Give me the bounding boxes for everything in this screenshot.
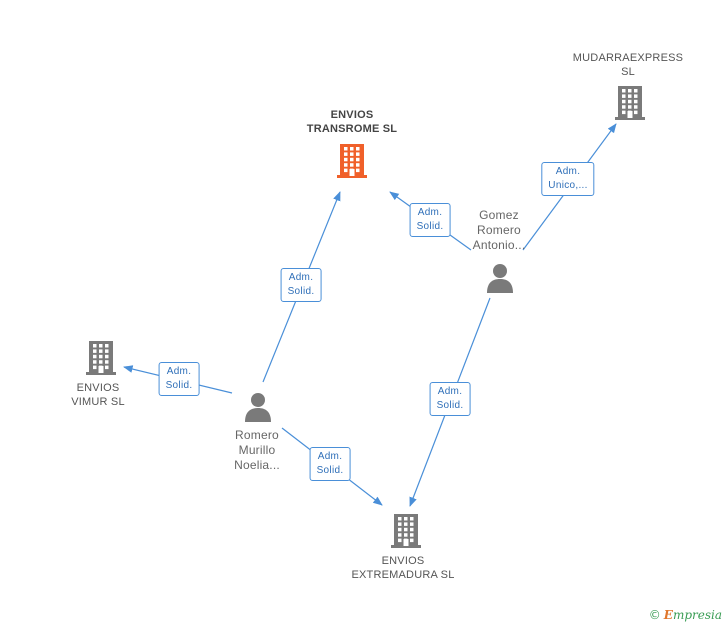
- edge-label[interactable]: Adm. Solid.: [409, 203, 451, 237]
- edge-label[interactable]: Adm. Solid.: [280, 268, 322, 302]
- edge-label-line: Unico,...: [548, 180, 588, 191]
- node-gomez-romero-label[interactable]: Gomez Romero Antonio...: [473, 208, 526, 253]
- person-icon[interactable]: [486, 263, 514, 298]
- node-label-line: Gomez: [479, 208, 519, 222]
- node-label-line: Romero: [477, 223, 521, 237]
- node-label-line: MUDARRAEXPRESS: [572, 52, 684, 64]
- person-icon[interactable]: [244, 392, 272, 427]
- node-label-line: EXTREMADURA SL: [351, 569, 455, 581]
- brand-name: mpresia: [672, 608, 722, 622]
- node-envios-transrome-label[interactable]: ENVIOS TRANSROME SL: [307, 108, 397, 136]
- node-label-line: ENVIOS: [381, 555, 425, 567]
- copyright-symbol: ©: [648, 608, 661, 622]
- edge-label-line: Solid.: [165, 380, 193, 391]
- edge-label[interactable]: Adm. Solid.: [309, 447, 351, 481]
- node-label-line: Murillo: [238, 443, 276, 457]
- edge-label[interactable]: Adm. Solid.: [429, 382, 471, 416]
- edge-label-line: Solid.: [436, 400, 464, 411]
- node-label-line: Noelia...: [234, 458, 280, 472]
- building-icon[interactable]: [614, 86, 646, 125]
- node-label-line: Romero: [235, 428, 279, 442]
- building-icon[interactable]: [390, 514, 422, 553]
- brand-initial: E: [663, 608, 673, 622]
- node-romero-murillo-label[interactable]: Romero Murillo Noelia...: [234, 428, 280, 473]
- edge-label[interactable]: Adm. Solid.: [158, 362, 200, 396]
- edge-label-line: Solid.: [287, 286, 315, 297]
- node-mudarra-express-label[interactable]: MUDARRAEXPRESS SL: [573, 51, 683, 79]
- node-label-line: ENVIOS: [330, 109, 374, 121]
- node-envios-vimur-label[interactable]: ENVIOS VIMUR SL: [71, 381, 125, 409]
- edge-label-line: Adm.: [317, 451, 343, 462]
- edge-label-line: Adm.: [166, 366, 192, 377]
- edge-label-line: Solid.: [316, 465, 344, 476]
- edge-label[interactable]: Adm. Unico,...: [541, 162, 595, 196]
- edge-label-line: Solid.: [416, 221, 444, 232]
- node-envios-extremadura-label[interactable]: ENVIOS EXTREMADURA SL: [351, 554, 454, 582]
- empresia-logo[interactable]: ©Empresia: [649, 608, 722, 622]
- edge-label-line: Adm.: [288, 272, 314, 283]
- building-icon[interactable]: [336, 144, 368, 183]
- node-label-line: TRANSROME SL: [306, 123, 398, 135]
- building-icon[interactable]: [85, 341, 117, 380]
- edge-label-line: Adm.: [555, 166, 581, 177]
- edge-label-line: Adm.: [437, 386, 463, 397]
- node-label-line: ENVIOS: [76, 382, 120, 394]
- node-label-line: Antonio...: [472, 238, 526, 252]
- node-label-line: VIMUR SL: [71, 396, 125, 408]
- node-label-line: SL: [621, 66, 635, 78]
- edge-label-line: Adm.: [417, 207, 443, 218]
